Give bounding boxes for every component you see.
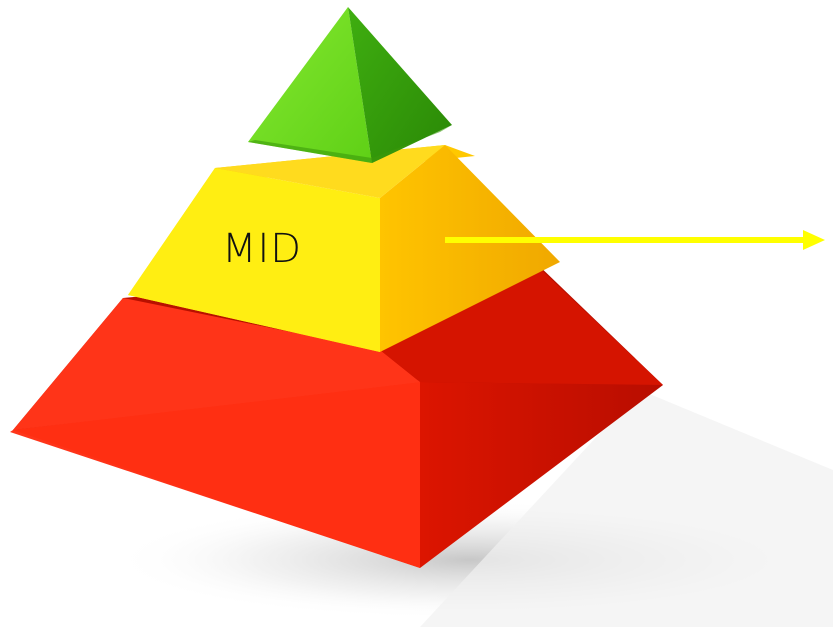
- floor-shadow-right: [420, 390, 833, 627]
- tier-mid-right-face: [380, 145, 560, 352]
- tier-mid-front-left: [128, 168, 380, 352]
- tier-top: [248, 7, 452, 163]
- tier-top-base-shade: [248, 125, 452, 163]
- tier-bottom: [10, 260, 663, 568]
- arrow: [445, 230, 825, 250]
- tier-mid-label: MID: [222, 226, 302, 272]
- tier-mid-top-edge: [215, 145, 445, 198]
- tier-bottom-upper-band-right: [380, 262, 663, 385]
- tier-bottom-upper-band: [13, 298, 420, 430]
- tier-bottom-front-face-main: [13, 382, 420, 568]
- tier-top-left-face: [248, 7, 372, 163]
- tier-mid: [128, 145, 560, 352]
- arrow-head-icon: [803, 230, 825, 250]
- tier-bottom-right-face: [420, 382, 663, 568]
- tier-top-right-face: [348, 7, 452, 163]
